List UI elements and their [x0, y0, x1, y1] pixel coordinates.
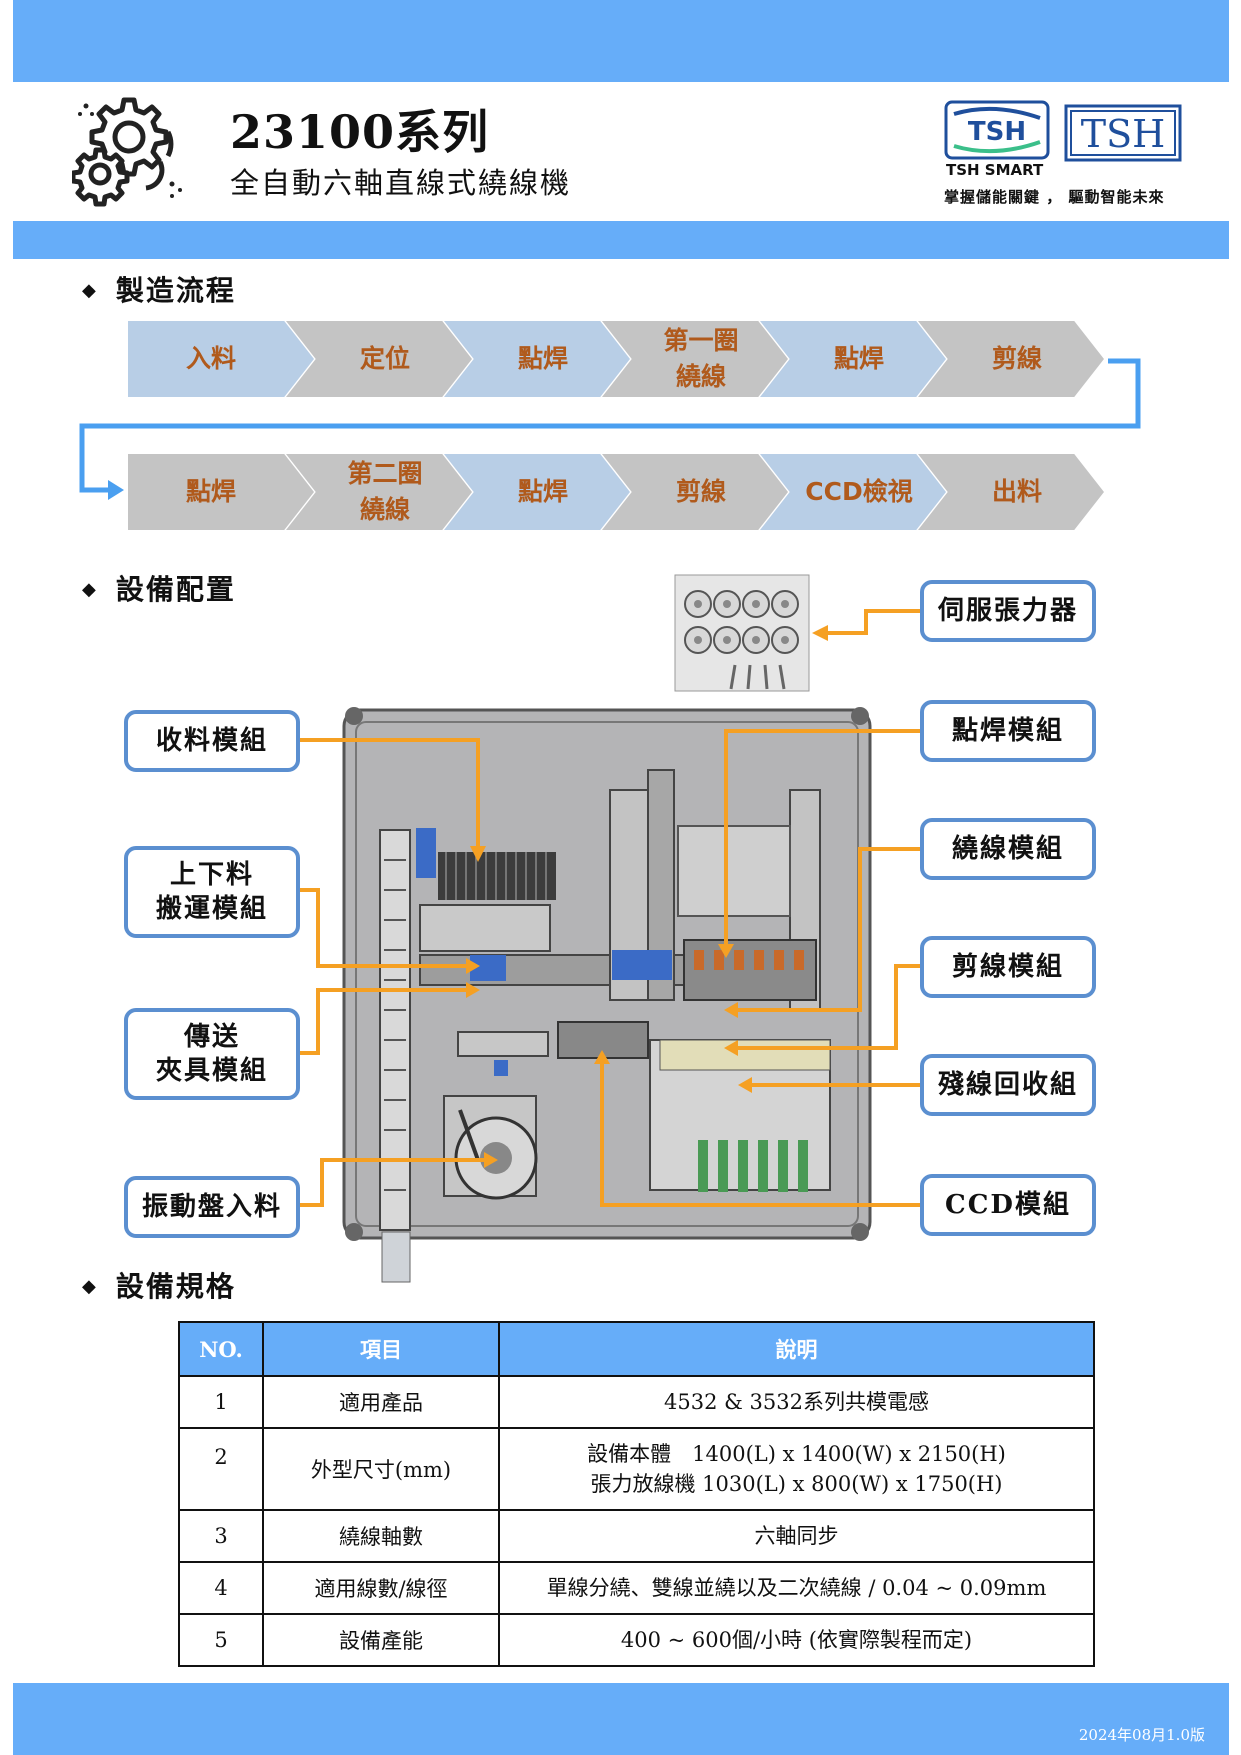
leader-line: [824, 609, 922, 635]
spec-table: NO. 項目 說明 1 適用產品 4532 & 3532系列共模電感 2 外型尺…: [178, 1321, 1095, 1667]
leader-line: [300, 888, 470, 968]
callout-ccd-module: CCD模組: [920, 1174, 1096, 1236]
series-title: 23100系列: [230, 105, 490, 159]
leader-line: [300, 1158, 488, 1207]
header-band: [13, 0, 1229, 82]
diamond-bullet-icon: ◆: [82, 1276, 98, 1297]
flow-step: 入料: [128, 321, 314, 397]
table-row: 4 適用線數/線徑 單線分繞、雙線並繞以及二次繞線 / 0.04 ~ 0.09m…: [178, 1561, 1095, 1615]
callout-residual-wire-recovery: 殘線回收組: [920, 1054, 1096, 1116]
table-row: 1 適用產品 4532 & 3532系列共模電感: [178, 1375, 1095, 1429]
diamond-bullet-icon: ◆: [82, 579, 98, 600]
leader-arrow: [466, 958, 480, 974]
leader-arrow: [484, 1152, 498, 1168]
version-label: 2024年08月1.0版: [1078, 1726, 1205, 1744]
flow-connector-arrow: [108, 480, 124, 500]
callout-loading-transfer-module: 上下料 搬運模組: [124, 846, 300, 938]
brand-slogan: 掌握儲能關鍵 ， 驅動智能未來: [944, 188, 1165, 206]
leader-line: [734, 964, 922, 1050]
cell-item: 適用產品: [262, 1375, 500, 1429]
cell-item: 繞線軸數: [262, 1509, 500, 1563]
callout-receiving-module: 收料模組: [124, 710, 300, 772]
leader-arrow: [718, 944, 734, 958]
callout-vibration-feeder: 振動盤入料: [124, 1176, 300, 1238]
leader-line: [724, 729, 922, 948]
table-row: 2 外型尺寸(mm) 設備本體 1400(L) x 1400(W) x 2150…: [178, 1427, 1095, 1511]
section-heading-spec: ◆設備規格: [82, 1270, 236, 1303]
leader-arrow: [812, 625, 828, 641]
flow-row-2: 點焊 第二圈 繞線 點焊 剪線 CCD檢視 出料: [128, 454, 1118, 530]
servo-tensioner-image: [674, 574, 810, 692]
cell-desc: 4532 & 3532系列共模電感: [498, 1375, 1095, 1429]
gear-icon: [72, 97, 182, 207]
leader-line: [300, 738, 480, 852]
svg-text:TSH: TSH: [968, 117, 1026, 147]
leader-arrow: [724, 1002, 738, 1018]
section-heading-layout: ◆設備配置: [82, 573, 236, 606]
leader-arrow: [466, 982, 480, 998]
svg-text:TSH: TSH: [1081, 112, 1166, 156]
cell-no: 4: [178, 1561, 264, 1615]
leader-arrow: [724, 1040, 738, 1056]
cell-item: 設備產能: [262, 1613, 500, 1667]
machine-top-view: [342, 707, 872, 1283]
cell-desc: 單線分繞、雙線並繞以及二次繞線 / 0.04 ~ 0.09mm: [498, 1561, 1095, 1615]
cell-desc: 400 ~ 600個/小時 (依實際製程而定): [498, 1613, 1095, 1667]
cell-item: 適用線數/線徑: [262, 1561, 500, 1615]
leader-line: [300, 988, 470, 1055]
table-header-row: NO. 項目 說明: [178, 1321, 1095, 1377]
table-row: 3 繞線軸數 六軸同步: [178, 1509, 1095, 1563]
divider-band: [13, 221, 1229, 259]
series-subtitle: 全自動六軸直線式繞線機: [230, 166, 572, 200]
cell-no: 3: [178, 1509, 264, 1563]
cell-no: 2: [178, 1427, 264, 1511]
diamond-bullet-icon: ◆: [82, 280, 98, 301]
col-header-no: NO.: [178, 1321, 264, 1377]
cell-no: 1: [178, 1375, 264, 1429]
leader-arrow: [738, 1077, 752, 1093]
footer-band: 2024年08月1.0版: [13, 1683, 1229, 1755]
leader-arrow: [470, 846, 486, 862]
cell-no: 5: [178, 1613, 264, 1667]
callout-wire-cutting-module: 剪線模組: [920, 936, 1096, 998]
leader-line: [734, 847, 922, 1012]
brand-name: TSH SMART: [946, 161, 1044, 179]
col-header-item: 項目: [262, 1321, 500, 1377]
callout-winding-module: 繞線模組: [920, 818, 1096, 880]
cell-desc: 設備本體 1400(L) x 1400(W) x 2150(H) 張力放線機 1…: [498, 1427, 1095, 1511]
callout-spot-welding-module: 點焊模組: [920, 700, 1096, 762]
leader-arrow: [594, 1050, 610, 1064]
cell-desc: 六軸同步: [498, 1509, 1095, 1563]
cell-item: 外型尺寸(mm): [262, 1427, 500, 1511]
section-heading-process: ◆製造流程: [82, 274, 236, 307]
tsh-smart-logo: TSH: [944, 100, 1050, 160]
callout-transfer-fixture-module: 傳送 夾具模組: [124, 1008, 300, 1100]
tsh-logo: TSH: [1064, 104, 1182, 162]
col-header-desc: 說明: [498, 1321, 1095, 1377]
callout-servo-tensioner: 伺服張力器: [920, 580, 1096, 642]
table-row: 5 設備產能 400 ~ 600個/小時 (依實際製程而定): [178, 1613, 1095, 1667]
flow-row-1: 入料 定位 點焊 第一圈 繞線 點焊 剪線: [128, 321, 1118, 397]
leader-line: [600, 1060, 922, 1207]
flow-step: 點焊: [128, 454, 314, 530]
